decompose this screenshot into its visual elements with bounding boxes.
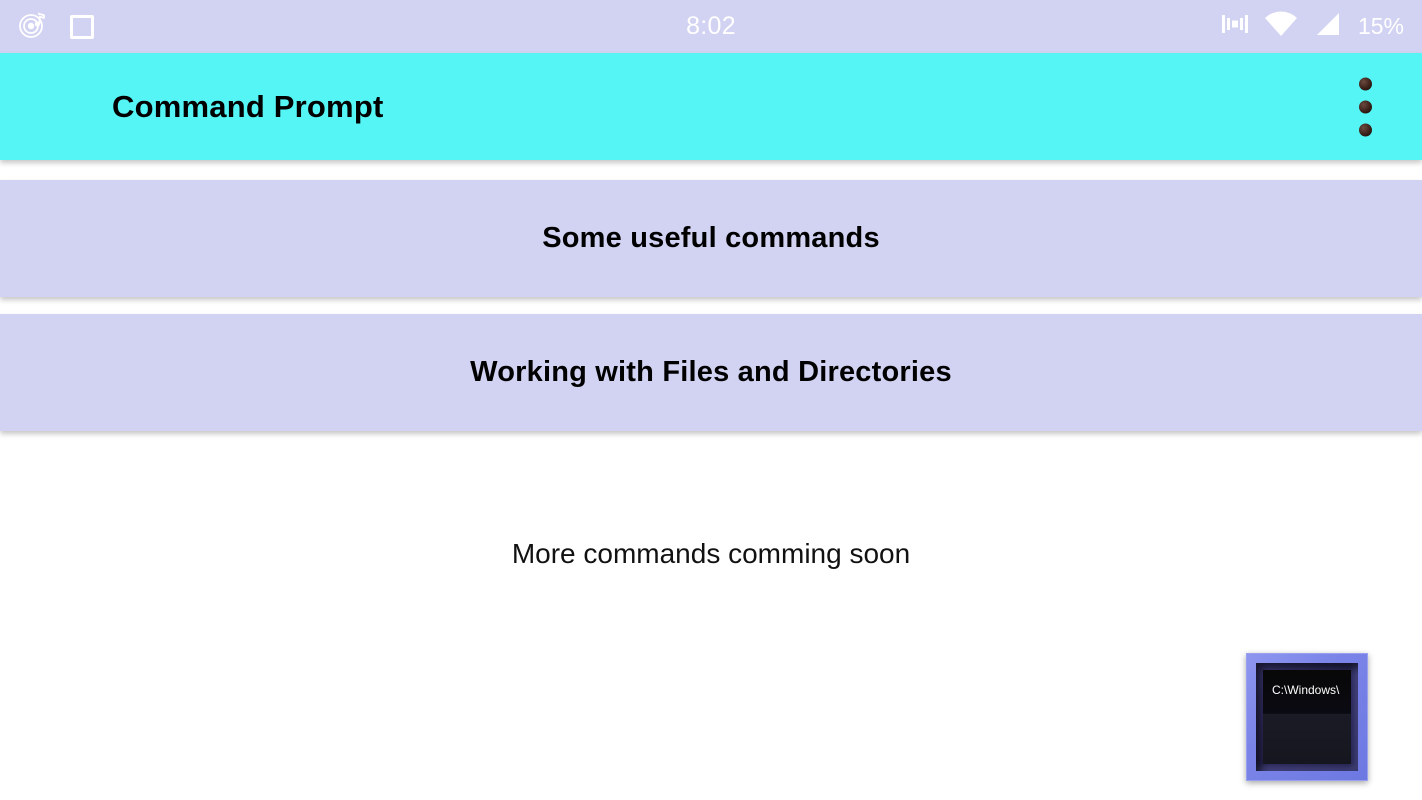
signal-icon <box>1312 11 1342 42</box>
menu-dot <box>1359 77 1372 90</box>
list-item-some-useful-commands[interactable]: Some useful commands <box>0 180 1422 297</box>
square-icon <box>70 14 94 39</box>
command-prompt-icon[interactable]: C:\Windows\ <box>1246 653 1368 781</box>
page-title: Command Prompt <box>112 88 384 124</box>
status-bar-left-icons <box>18 9 94 44</box>
command-prompt-path: C:\Windows\ <box>1272 683 1340 697</box>
list-item-label: Working with Files and Directories <box>470 356 952 388</box>
menu-dot <box>1359 100 1372 113</box>
command-prompt-screen: C:\Windows\ <box>1263 670 1351 764</box>
more-vert-icon[interactable] <box>1351 73 1380 140</box>
app-bar: Command Prompt <box>0 53 1422 160</box>
music-note-icon <box>18 9 48 44</box>
status-bar: 8:02 15% <box>0 0 1422 53</box>
status-bar-clock: 8:02 <box>686 12 736 40</box>
battery-percent: 15% <box>1357 13 1404 39</box>
footer-note: More commands comming soon <box>511 538 911 569</box>
command-prompt-bezel: C:\Windows\ <box>1256 663 1358 771</box>
vibrate-icon <box>1220 11 1250 42</box>
list-item-working-with-files-and-directories[interactable]: Working with Files and Directories <box>0 314 1422 431</box>
list-item-label: Some useful commands <box>542 222 880 254</box>
wifi-icon <box>1264 11 1298 42</box>
status-bar-right-icons: 15% <box>1220 11 1404 42</box>
menu-dot <box>1359 123 1372 136</box>
